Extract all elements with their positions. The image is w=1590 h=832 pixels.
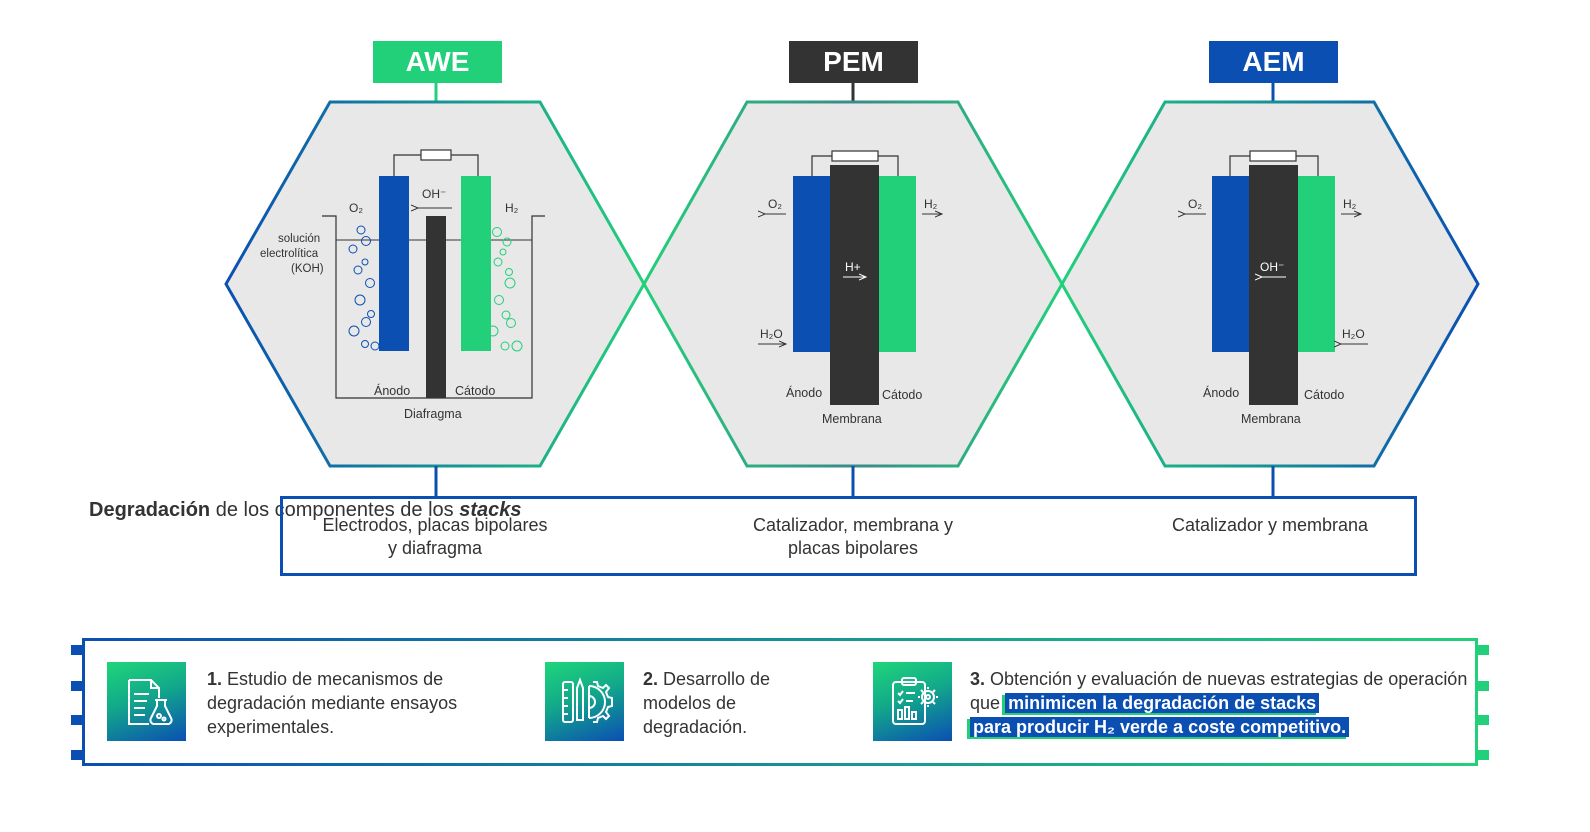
aem-cell: OH⁻ O₂ H₂ H₂O Ánodo Cátodo Membrana [1185, 150, 1368, 426]
pem-ion-label: H+ [845, 260, 861, 274]
pem-degradation: Catalizador, membrana y placas bipolares [722, 514, 984, 560]
aem-anode-label: Ánodo [1203, 385, 1239, 400]
awe-o2-label: O₂ [349, 201, 363, 215]
pem-membrane-label: Membrana [822, 412, 882, 426]
aem-ion-label: OH⁻ [1260, 260, 1284, 274]
step-3-highlight-2: para producir H₂ verde a coste competiti… [970, 717, 1350, 737]
pem-h2-label: H₂ [924, 197, 938, 211]
awe-electrolyte-label-1: solución [278, 233, 320, 245]
awe-ion-label: OH⁻ [422, 187, 446, 201]
aem-degradation: Catalizador y membrana [1150, 514, 1390, 537]
step-2: 2. Desarrollo de modelos de degradación. [643, 667, 833, 739]
box-tab [1478, 681, 1489, 691]
awe-degradation-line2: y diafragma [387, 538, 483, 558]
box-tab [71, 750, 82, 760]
pem-cell: H+ O₂ H₂ H₂O Ánodo Cátodo Membrana [758, 150, 942, 426]
o2-bubbles [348, 225, 380, 351]
box-tab [1478, 715, 1489, 725]
step-3: 3. Obtención y evaluación de nuevas estr… [970, 667, 1470, 739]
pem-membrane [830, 165, 879, 405]
step-1-text: Estudio de mecanismos de degradación med… [207, 669, 458, 737]
awe-diaphragm-label: Diafragma [404, 407, 462, 421]
aem-water-label: H₂O [1342, 327, 1365, 341]
aem-membrane [1249, 165, 1298, 405]
step-3-number: 3. [970, 669, 986, 689]
awe-tag: AWE [373, 41, 502, 83]
pem-degradation-line1: Catalizador, membrana y [752, 515, 954, 535]
awe-cathode-label: Cátodo [455, 384, 495, 398]
awe-electrolyte-label-3: (KOH) [291, 263, 324, 275]
awe-anode [379, 176, 409, 351]
aem-resistor [1249, 150, 1297, 162]
degradation-title-bold: Degradación [89, 499, 211, 521]
aem-membrane-label: Membrana [1241, 412, 1301, 426]
awe-degradation: Electrodos, placas bipolares y diafragma [300, 514, 570, 560]
aem-tag: AEM [1209, 41, 1338, 83]
step-1-number: 1. [207, 669, 223, 689]
aem-anode [1212, 176, 1249, 352]
awe-degradation-line1: Electrodos, placas bipolares [322, 515, 548, 535]
aem-cathode-label: Cátodo [1304, 388, 1344, 402]
pem-o2-label: O₂ [768, 197, 782, 211]
degradation-box [280, 496, 1417, 576]
box-tab [1478, 750, 1489, 760]
box-tab [1478, 645, 1489, 655]
aem-cathode [1298, 176, 1335, 352]
box-tab [71, 645, 82, 655]
awe-electrolyte-label-2: electrolítica [260, 248, 319, 260]
step-3-highlight-1: minimicen la degradación de stacks [1005, 693, 1320, 713]
pem-cathode-label: Cátodo [882, 388, 922, 402]
awe-anode-label: Ánodo [374, 383, 410, 398]
pem-cathode [879, 176, 916, 352]
pem-resistor [831, 150, 879, 162]
pem-water-label: H₂O [760, 327, 783, 341]
degradation-title-italic: stacks [459, 499, 522, 521]
pem-anode [793, 176, 830, 352]
degradation-title-rest: de los componentes de los [210, 499, 460, 521]
clipboard-gear-icon [873, 662, 952, 741]
pem-anode-label: Ánodo [786, 385, 822, 400]
awe-cathode [461, 176, 491, 351]
aem-degradation-line1: Catalizador y membrana [1171, 515, 1369, 535]
step-3-text: Obtención y evaluación de nuevas estrate… [970, 669, 1468, 713]
awe-diaphragm [426, 216, 446, 398]
document-flask-icon [107, 662, 186, 741]
step-1: 1. Estudio de mecanismos de degradación … [207, 667, 477, 739]
aem-o2-label: O₂ [1188, 197, 1202, 211]
awe-h2-label: H₂ [505, 201, 519, 215]
awe-cell: OH⁻ O₂ H₂ solución electrolítica (KOH) Á… [260, 149, 545, 421]
step-2-text: Desarrollo de modelos de degradación. [643, 669, 771, 737]
h2-bubbles [487, 227, 523, 352]
box-tab [71, 681, 82, 691]
box-tab [71, 715, 82, 725]
degradation-title: Degradación de los componentes de los st… [89, 497, 521, 523]
pem-degradation-line2: placas bipolares [787, 538, 919, 558]
pem-tag: PEM [789, 41, 918, 83]
awe-resistor [420, 149, 452, 161]
step-2-number: 2. [643, 669, 659, 689]
tools-gear-icon [545, 662, 624, 741]
aem-h2-label: H₂ [1343, 197, 1357, 211]
